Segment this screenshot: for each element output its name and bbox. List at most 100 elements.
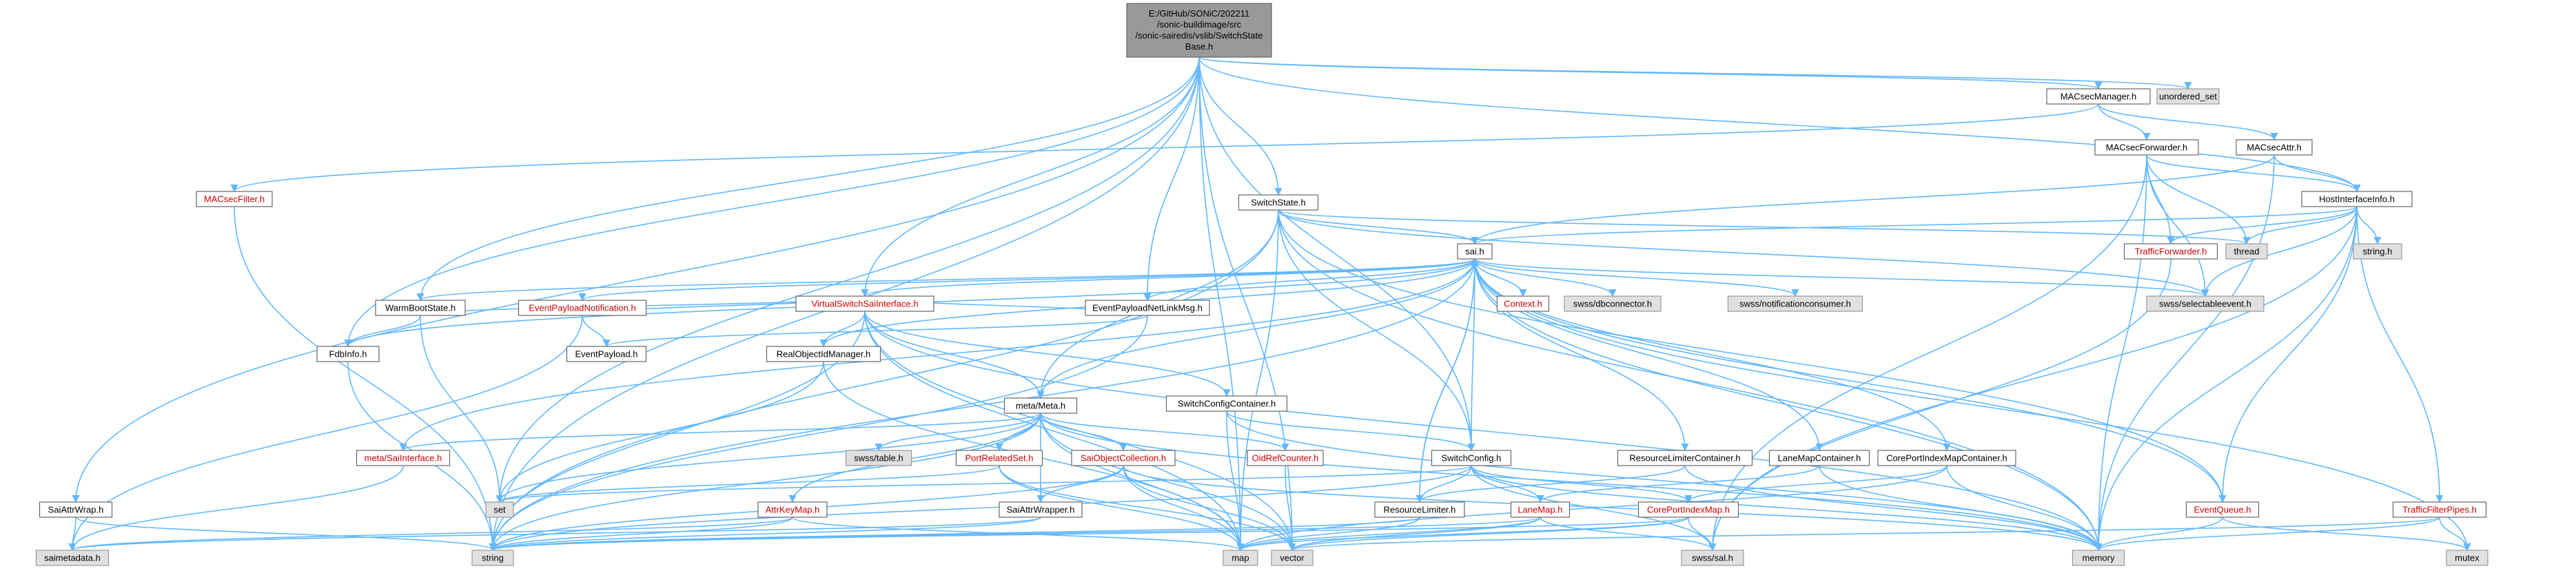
edge-macsecattr-to-hostinterfaceinfo — [2273, 154, 2361, 193]
node-label: TrafficForwarder.h — [2135, 247, 2207, 257]
node-box — [1071, 450, 1176, 466]
node-box — [1510, 501, 1571, 518]
node-switchstate[interactable]: SwitchState.h — [1238, 194, 1319, 211]
edge-root-to-macsecmanager — [1198, 56, 2103, 90]
node-saih[interactable]: sai.h — [1457, 243, 1493, 260]
edge-attrkeymap-to-saimetadata — [68, 517, 793, 552]
node-saiattrwrapper[interactable]: SaiAttrWrapper.h — [999, 501, 1083, 518]
node-resourcelimitercontainer[interactable]: ResourceLimiterContainer.h — [1617, 450, 1753, 466]
edge-metameta-to-saiobjectcollection — [1040, 413, 1127, 452]
node-swsstable: swss/table.h — [845, 450, 912, 466]
node-saimetadata: saimetadata.h — [35, 550, 110, 566]
node-label: unordered_set — [2159, 92, 2217, 102]
edge-switchstate-to-selectableevent — [1278, 209, 2209, 298]
node-label: meta/Meta.h — [1016, 401, 1065, 411]
node-metasaiinterface[interactable]: meta/SaiInterface.h — [356, 450, 451, 466]
edge-hostinterfaceinfo-to-trafficfilterpipes — [2356, 206, 2444, 503]
node-label: SaiAttrWrapper.h — [1007, 505, 1075, 515]
root-node-label-line: Base.h — [1185, 41, 1213, 52]
edge-coreportindexmap-to-map — [1236, 517, 1689, 552]
node-box — [2392, 501, 2487, 518]
node-eventqueue[interactable]: EventQueue.h — [2185, 501, 2260, 518]
edge-saih-to-metameta — [1036, 258, 1475, 399]
node-box — [2123, 243, 2218, 260]
node-label: EventPayloadNotification.h — [529, 303, 635, 313]
node-coreportindexmapcontainer[interactable]: CorePortIndexMapContainer.h — [1877, 450, 2016, 466]
node-trafficfilterpipes[interactable]: TrafficFilterPipes.h — [2392, 501, 2487, 518]
node-switchconfigcontainer[interactable]: SwitchConfigContainer.h — [1165, 395, 1288, 412]
edge-trafficfilterpipes-to-vector — [1289, 517, 2440, 552]
node-macsecforwarder[interactable]: MACsecForwarder.h — [2094, 139, 2199, 156]
node-label: MACsecFilter.h — [204, 194, 265, 205]
edge-saih-to-memory — [1474, 258, 2103, 552]
node-realobjectid[interactable]: RealObjectIdManager.h — [766, 346, 881, 362]
root-node-label-line: /sonic-sairedis/vslib/SwitchState — [1136, 30, 1263, 41]
edge-coreportindexmapcontainer-to-coreportindexmap — [1684, 465, 1948, 503]
node-macsecmanager[interactable]: MACsecManager.h — [2046, 88, 2151, 105]
node-contexth[interactable]: Context.h — [1496, 295, 1550, 312]
node-attrkeymap[interactable]: AttrKeyMap.h — [757, 501, 828, 518]
edge-trafficfilterpipes-to-memory — [2094, 517, 2440, 552]
edge-virtualswitch-to-map — [864, 311, 1245, 552]
node-eventpayloadnotif[interactable]: EventPayloadNotification.h — [518, 300, 647, 316]
edge-macsecattr-to-memory — [2094, 154, 2275, 552]
node-box — [2353, 243, 2402, 260]
node-box — [2236, 139, 2313, 156]
node-macsecattr[interactable]: MACsecAttr.h — [2236, 139, 2313, 156]
node-switchconfig[interactable]: SwitchConfig.h — [1431, 450, 1512, 466]
node-label: SwitchState.h — [1251, 198, 1306, 208]
node-label: swss/selectableevent.h — [2159, 299, 2251, 309]
node-fdbinfo[interactable]: FdbInfo.h — [316, 346, 380, 362]
node-lanemap[interactable]: LaneMap.h — [1510, 501, 1571, 518]
node-map: map — [1223, 550, 1258, 566]
node-eventpayload[interactable]: EventPayload.h — [566, 346, 647, 362]
node-label: VirtualSwitchSaiInterface.h — [811, 299, 918, 309]
edge-saih-to-eventpayloadnetlink — [1143, 258, 1475, 302]
node-macsecfilter[interactable]: MACsecFilter.h — [196, 191, 273, 207]
node-saiattrwrap[interactable]: SaiAttrWrap.h — [39, 501, 113, 518]
edge-saih-to-notifconsumer — [1474, 258, 1799, 298]
node-lanemapcontainer[interactable]: LaneMapContainer.h — [1768, 450, 1870, 466]
node-box — [1564, 295, 1662, 312]
edge-saih-to-virtualswitch — [861, 258, 1475, 298]
node-label: swss/table.h — [854, 453, 903, 463]
node-trafficforwarder[interactable]: TrafficForwarder.h — [2123, 243, 2218, 260]
root-node-label-line: /sonic-buildimage/src — [1157, 19, 1242, 30]
node-box — [1617, 450, 1753, 466]
edge-root-to-hostinterfaceinfo — [1198, 56, 2361, 193]
node-coreportindexmap[interactable]: CorePortIndexMap.h — [1637, 501, 1739, 518]
edge-saiattrwrap-to-string — [75, 517, 497, 552]
edge-metameta-to-string — [489, 413, 1041, 552]
edge-metameta-to-attrkeymap — [788, 413, 1041, 503]
edge-portrelatedset-to-set — [495, 465, 1000, 503]
edge-resourcelimitercontainer-to-resourcelimiter — [1415, 465, 1686, 503]
node-notifconsumer: swss/notificationconsumer.h — [1727, 295, 1863, 312]
node-box — [1768, 450, 1870, 466]
node-virtualswitch[interactable]: VirtualSwitchSaiInterface.h — [795, 295, 934, 312]
edge-macsecforwarder-to-memory — [2094, 154, 2147, 552]
edge-saiobjectcollection-to-vector — [1123, 465, 1296, 552]
root-node-label-line: E:/GitHub/SONiC/202211 — [1149, 8, 1249, 19]
node-label: AttrKeyMap.h — [766, 505, 820, 515]
node-stringh: string.h — [2353, 243, 2402, 260]
edge-macsecattr-to-saih — [1471, 154, 2275, 245]
node-box — [196, 191, 273, 207]
node-label: MACsecForwarder.h — [2106, 143, 2187, 153]
node-portrelatedset[interactable]: PortRelatedSet.h — [955, 450, 1043, 466]
edge-saiattrwrapper-to-string — [489, 517, 1041, 552]
edge-hostinterfaceinfo-to-thread — [2242, 206, 2358, 245]
node-metameta[interactable]: meta/Meta.h — [1003, 397, 1078, 414]
node-warmboot[interactable]: WarmBootState.h — [375, 300, 466, 316]
edge-saih-to-resourcelimitercontainer — [1474, 258, 1689, 452]
node-eventpayloadnetlink[interactable]: EventPayloadNetLinkMsg.h — [1085, 300, 1210, 316]
edge-coreportindexmap-to-swsssal — [1688, 517, 1717, 552]
node-saiobjectcollection[interactable]: SaiObjectCollection.h — [1071, 450, 1176, 466]
node-label: swss/sal.h — [1692, 553, 1733, 563]
node-box — [999, 501, 1083, 518]
node-label: LaneMapContainer.h — [1778, 453, 1861, 463]
node-hostinterfaceinfo[interactable]: HostInterfaceInfo.h — [2301, 191, 2413, 207]
node-box — [1271, 550, 1313, 566]
node-unordered_set: unordered_set — [2156, 88, 2220, 105]
node-resourcelimiter[interactable]: ResourceLimiter.h — [1374, 501, 1465, 518]
node-oidrefcounter[interactable]: OidRefCounter.h — [1247, 450, 1324, 466]
